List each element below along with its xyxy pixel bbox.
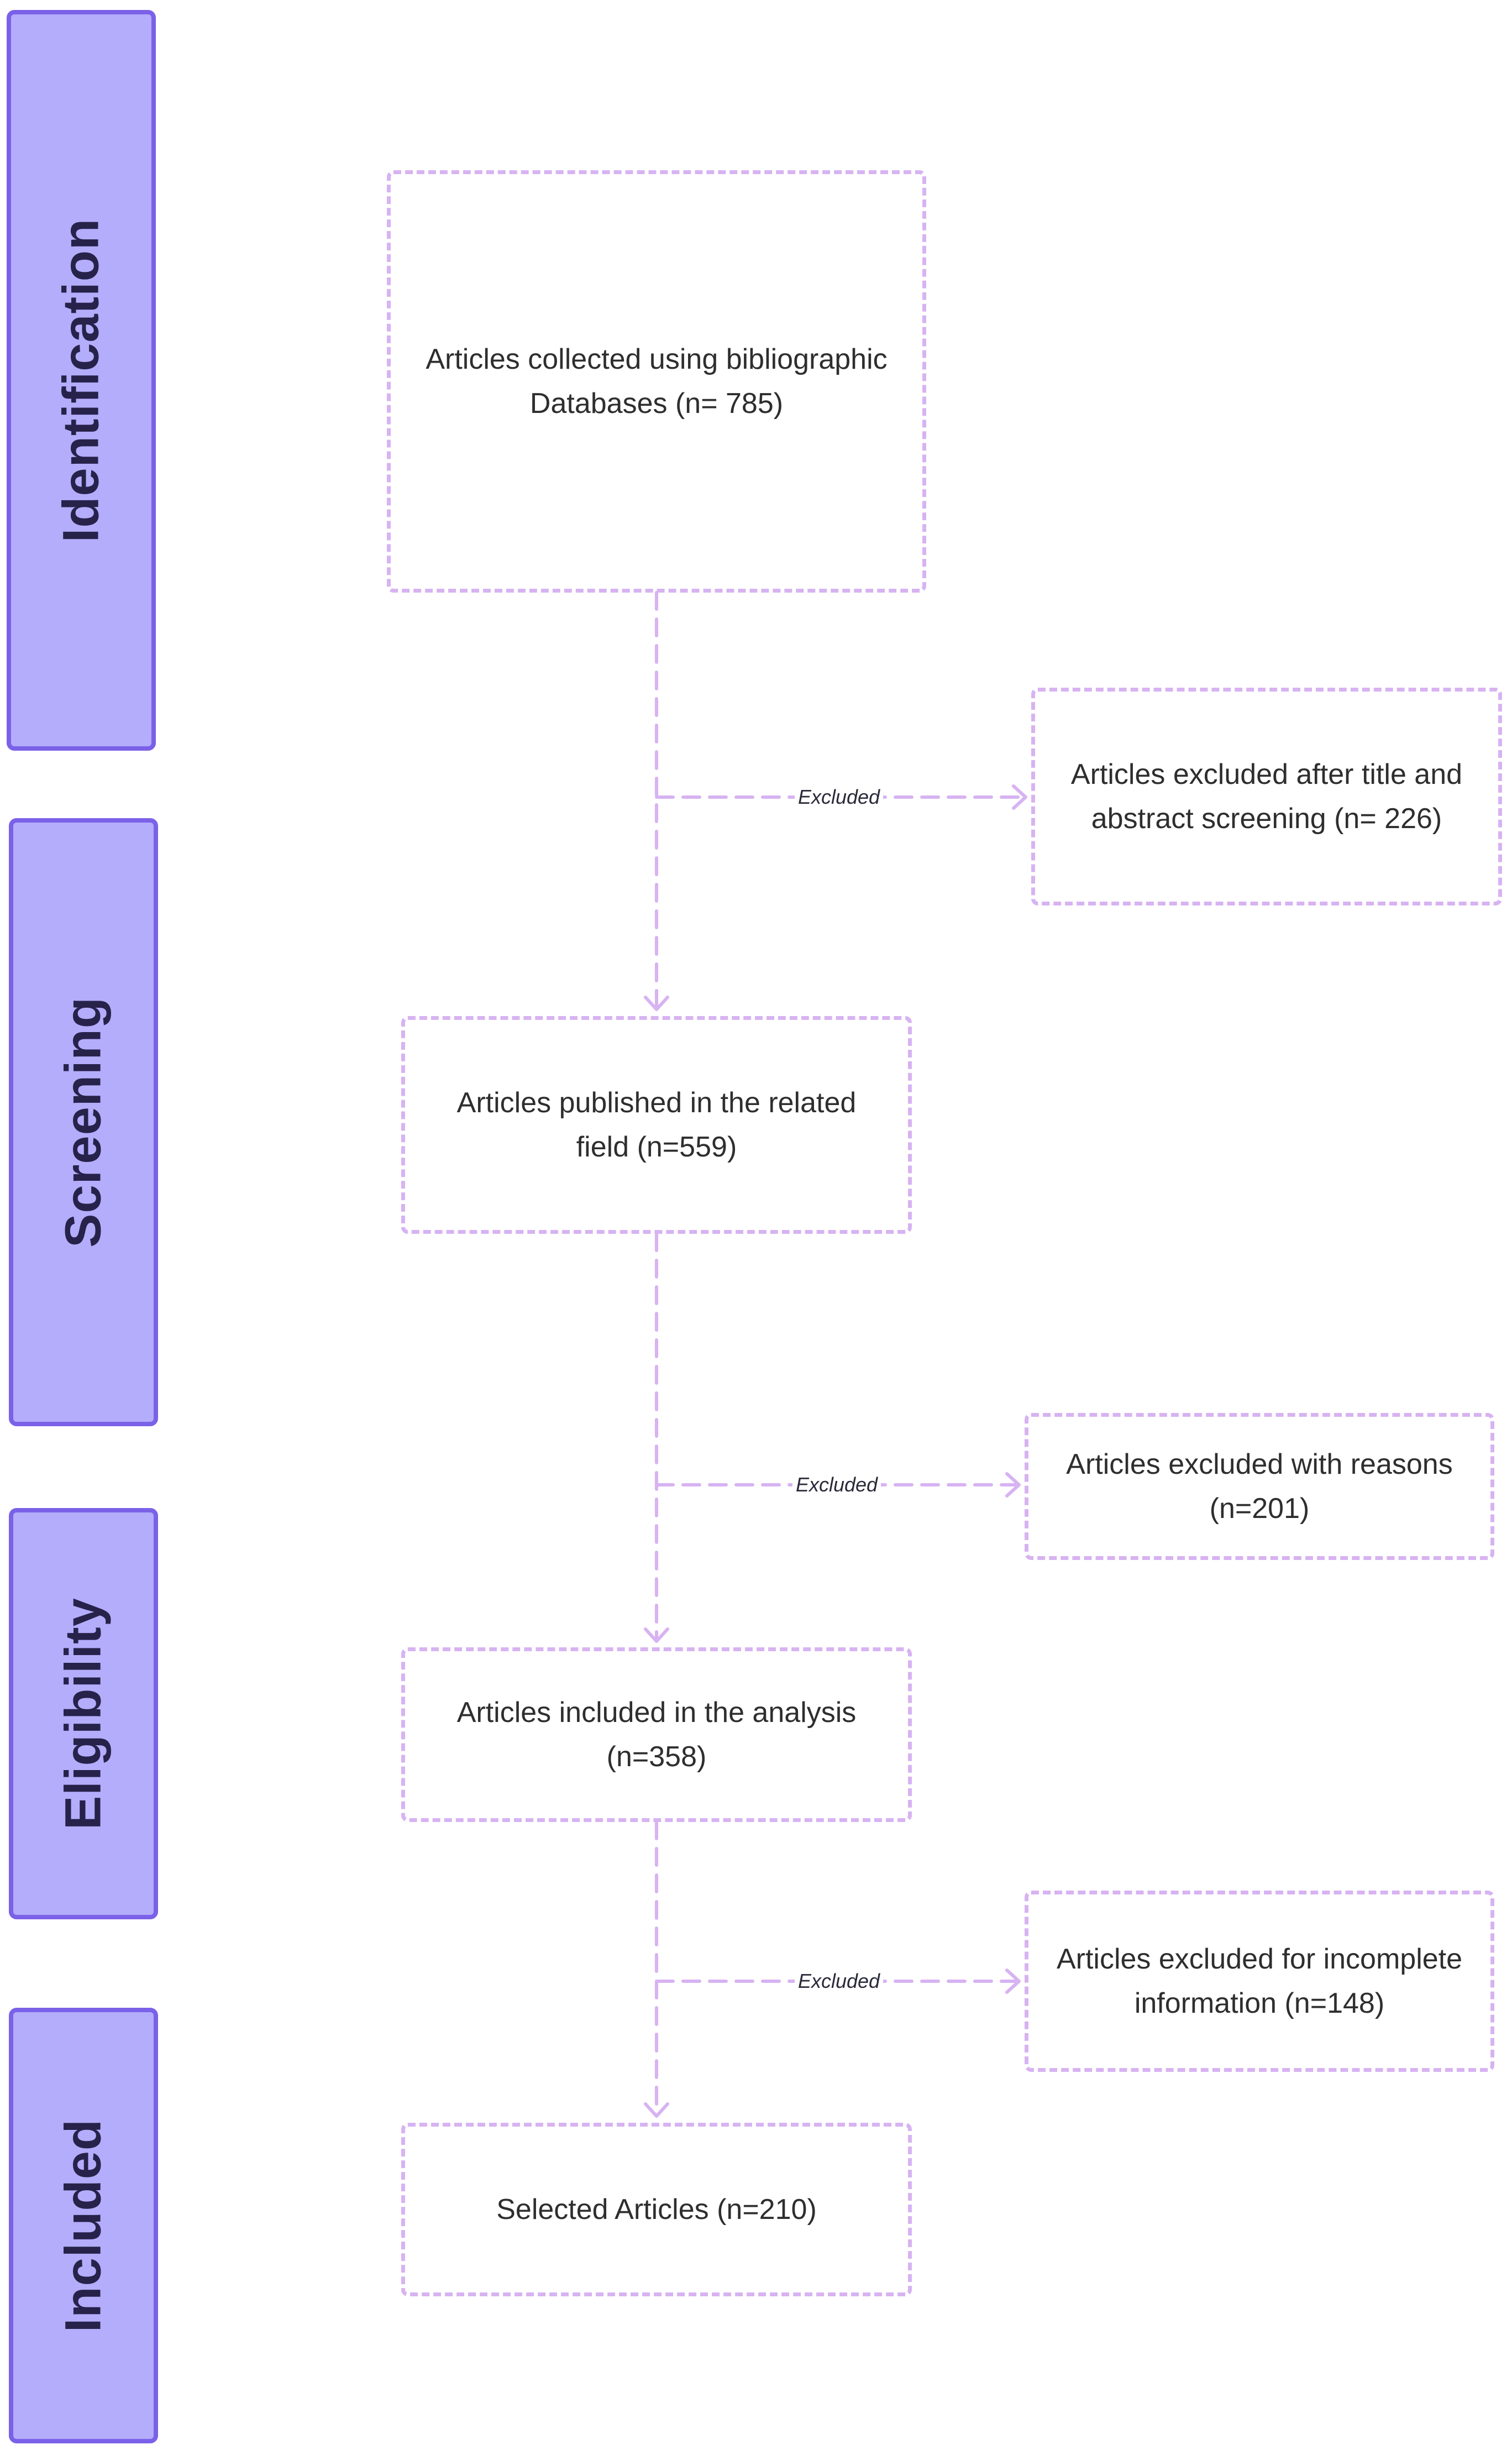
box-excluded-reasons: Articles excluded with reasons (n=201) bbox=[1025, 1413, 1494, 1560]
arrowhead-right-2 bbox=[1005, 1472, 1021, 1498]
box-excluded-incomplete-text: Articles excluded for incomplete informa… bbox=[1056, 1943, 1463, 2019]
box-articles-collected: Articles collected using bibliographic D… bbox=[387, 170, 926, 593]
stage-eligibility: Eligibility bbox=[9, 1508, 158, 1919]
edge-label-excluded-1: Excluded bbox=[794, 786, 884, 809]
box-excluded-reasons-text: Articles excluded with reasons (n=201) bbox=[1066, 1448, 1453, 1525]
stage-screening: Screening bbox=[9, 818, 158, 1426]
box-articles-published-text: Articles published in the related field … bbox=[456, 1087, 857, 1163]
stage-identification: Identification bbox=[7, 10, 156, 751]
box-excluded-title-abstract: Articles excluded after title and abstra… bbox=[1031, 688, 1502, 905]
box-excluded-incomplete: Articles excluded for incomplete informa… bbox=[1025, 1891, 1494, 2072]
box-articles-published: Articles published in the related field … bbox=[401, 1016, 912, 1234]
box-selected-articles: Selected Articles (n=210) bbox=[401, 2123, 912, 2296]
edge-label-excluded-2: Excluded bbox=[792, 1473, 881, 1496]
arrowhead-down-3 bbox=[644, 2102, 669, 2118]
stage-included: Included bbox=[9, 2008, 158, 2443]
box-articles-included-analysis-text: Articles included in the analysis (n=358… bbox=[456, 1697, 857, 1773]
edge-label-excluded-3: Excluded bbox=[794, 1970, 884, 1993]
arrowhead-down-2 bbox=[644, 1627, 669, 1643]
box-selected-articles-text: Selected Articles (n=210) bbox=[496, 2194, 817, 2226]
arrowhead-right-1 bbox=[1012, 784, 1027, 810]
arrowhead-down-1 bbox=[644, 996, 669, 1011]
arrowhead-right-3 bbox=[1005, 1969, 1021, 1994]
box-articles-included-analysis: Articles included in the analysis (n=358… bbox=[401, 1647, 912, 1822]
box-articles-collected-text: Articles collected using bibliographic D… bbox=[426, 343, 888, 420]
box-excluded-title-abstract-text: Articles excluded after title and abstra… bbox=[1070, 758, 1463, 835]
